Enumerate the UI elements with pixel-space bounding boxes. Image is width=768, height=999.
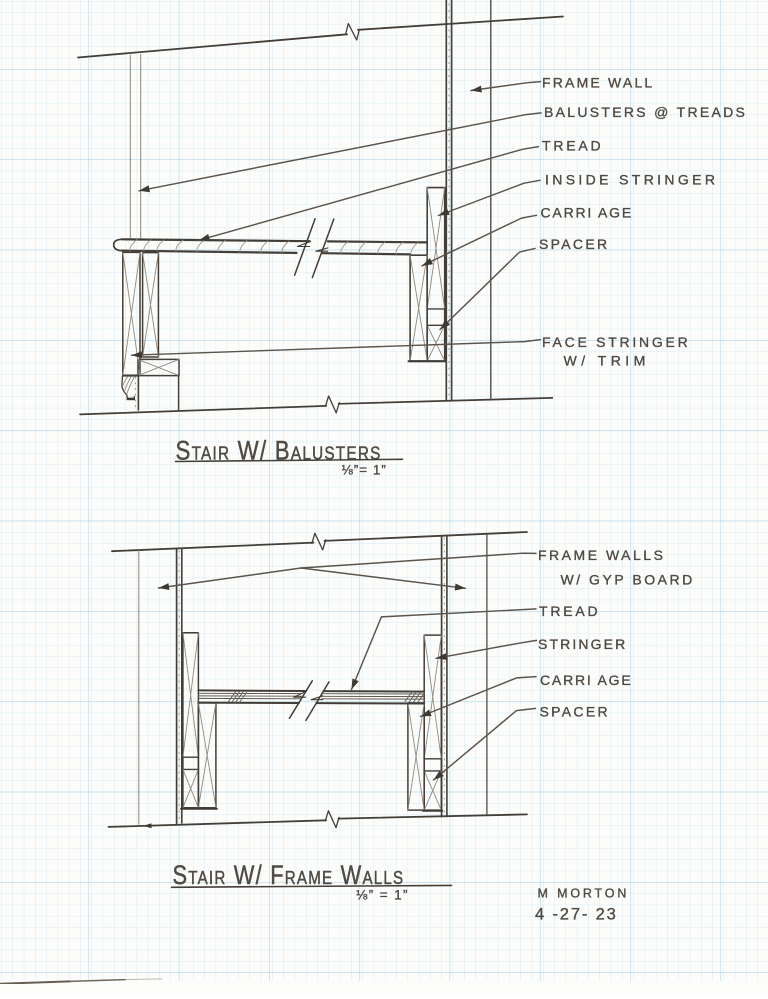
- svg-text:SPACER: SPACER: [539, 236, 609, 252]
- svg-text:W/ GYP BOARD: W/ GYP BOARD: [561, 572, 695, 588]
- svg-text:SPACER: SPACER: [540, 704, 610, 720]
- svg-text:FACE STRINGER: FACE STRINGER: [542, 334, 690, 350]
- svg-text:INSIDE STRINGER: INSIDE STRINGER: [545, 172, 718, 188]
- svg-text:STRINGER: STRINGER: [538, 636, 627, 652]
- svg-text:BALUSTERS @ TREADS: BALUSTERS @ TREADS: [544, 104, 747, 120]
- svg-text:TREAD: TREAD: [539, 603, 600, 619]
- svg-text:4 -27- 23: 4 -27- 23: [535, 906, 618, 924]
- svg-text:CARRI AGE: CARRI AGE: [541, 205, 634, 221]
- svg-text:M MORTON: M MORTON: [538, 887, 630, 901]
- svg-text:FRAME WALL: FRAME WALL: [542, 75, 654, 91]
- svg-text:⅛” = 1”: ⅛” = 1”: [356, 888, 409, 903]
- svg-text:TREAD: TREAD: [542, 138, 603, 154]
- svg-text:CARRI AGE: CARRI AGE: [540, 672, 633, 688]
- svg-text:W/ TRIM: W/ TRIM: [564, 353, 650, 369]
- svg-text:FRAME WALLS: FRAME WALLS: [538, 547, 665, 563]
- svg-text:⅛”= 1”: ⅛”= 1”: [342, 463, 387, 478]
